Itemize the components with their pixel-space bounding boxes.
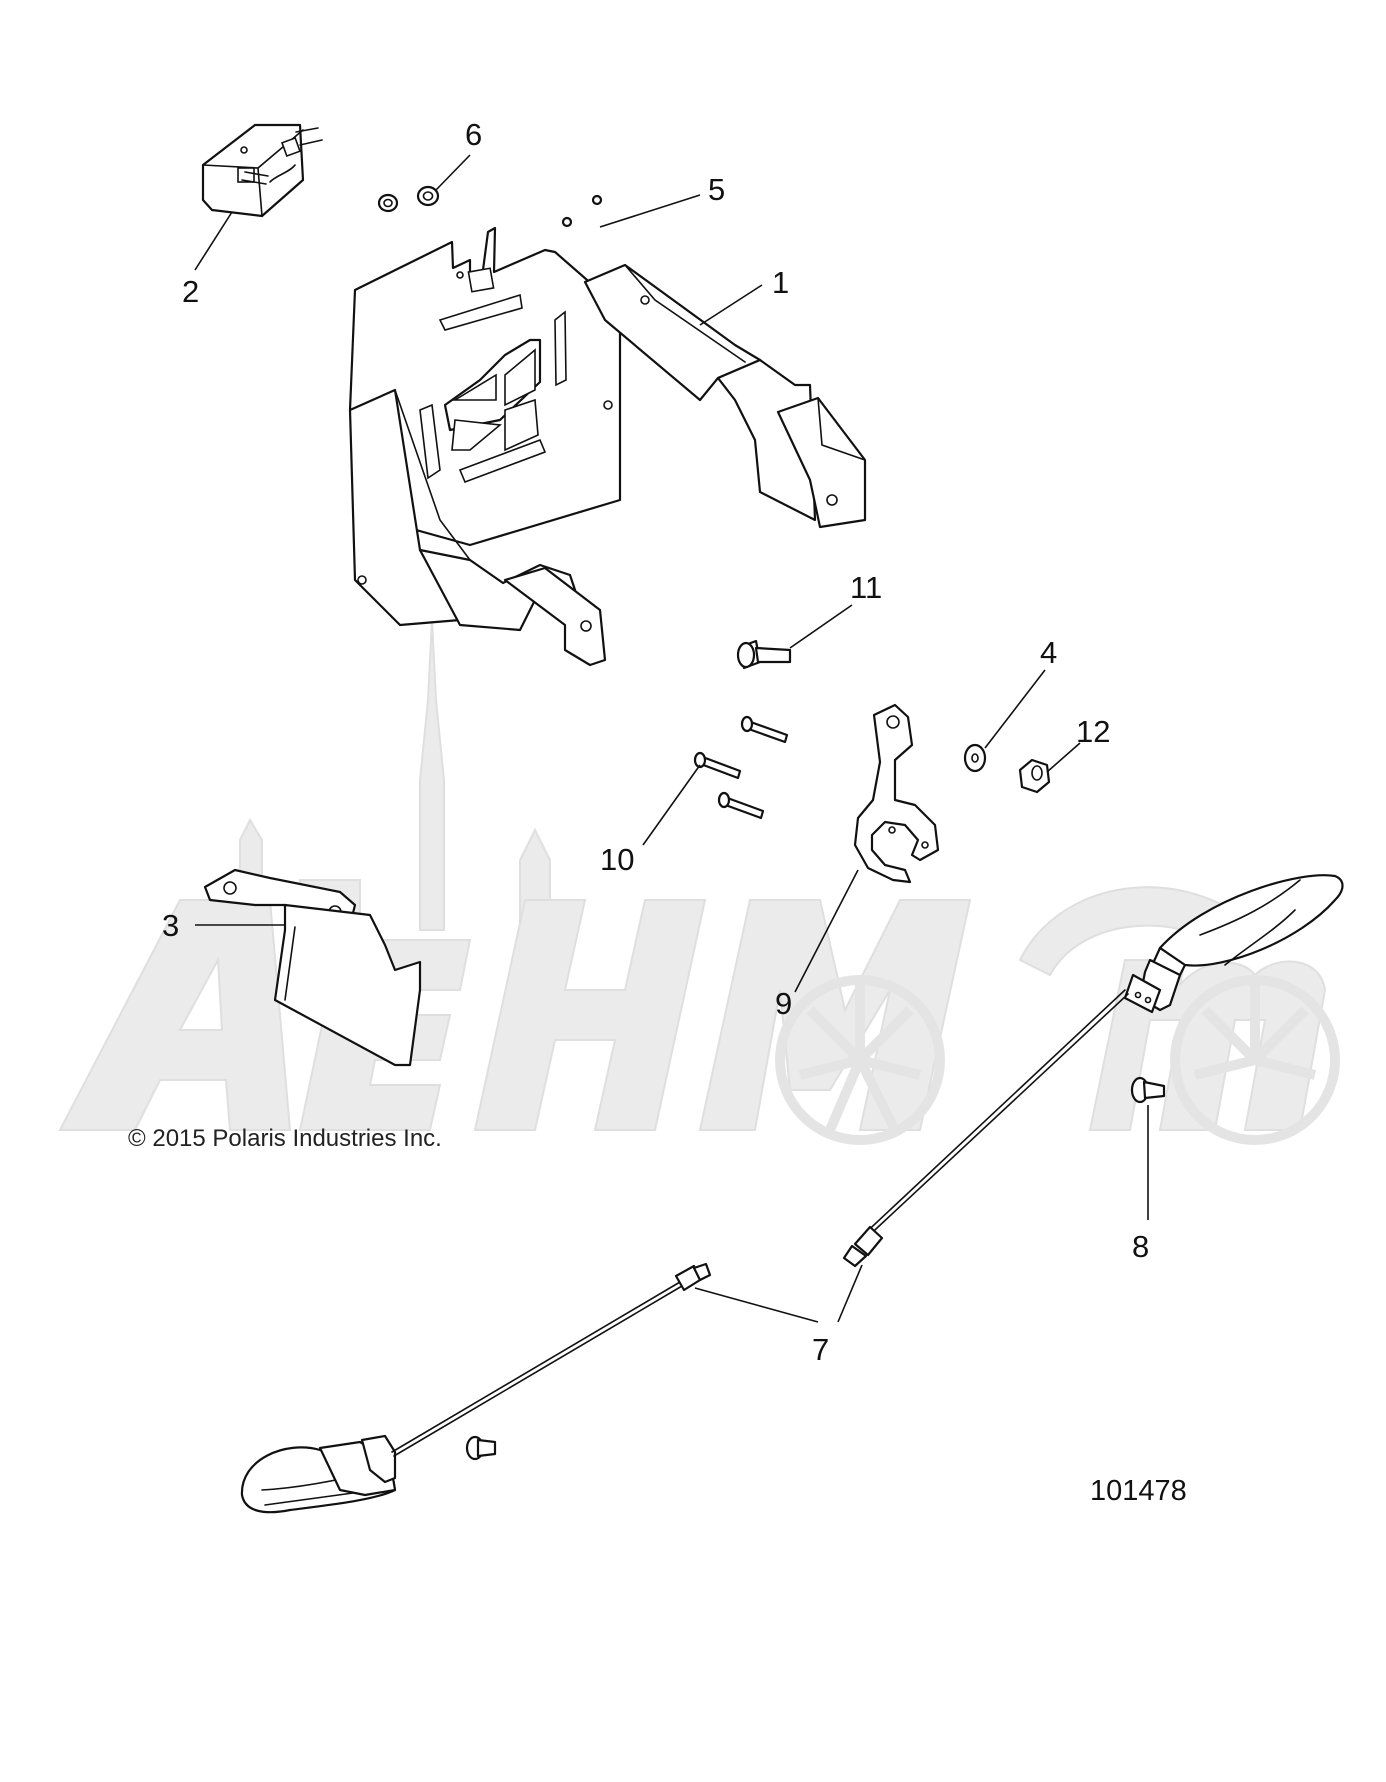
leader-lines	[194, 154, 1149, 1323]
leader-7a	[694, 1287, 819, 1323]
callout-2: 2	[182, 274, 199, 309]
part-7-turn-signal-left	[240, 1262, 712, 1514]
leader-10	[642, 764, 701, 846]
part-8-push-rivet	[1130, 1076, 1166, 1104]
leader-11	[789, 604, 853, 649]
part-5-small-nuts	[561, 194, 603, 228]
leader-4	[984, 669, 1046, 749]
copyright-notice: © 2015 Polaris Industries Inc.	[128, 1125, 442, 1152]
callout-11: 11	[850, 570, 882, 605]
callout-8: 8	[1132, 1229, 1149, 1264]
part-1-mounting-bracket	[348, 226, 867, 667]
part-7-turn-signal-right	[842, 874, 1344, 1268]
leader-9	[794, 869, 859, 993]
reference-number: 101478	[1090, 1475, 1187, 1507]
part-4-washer	[963, 743, 987, 773]
part-9-c-bracket	[853, 703, 940, 884]
leader-7b	[837, 1264, 863, 1323]
callout-7: 7	[812, 1332, 829, 1367]
part-10-screws	[693, 715, 789, 820]
callout-9: 9	[775, 986, 792, 1021]
callout-numbers: 1 2 3 4 5 6 7 8 9 10 11 12	[162, 117, 1149, 1367]
leader-2	[194, 211, 233, 271]
part-12-flange-nut	[1018, 758, 1051, 794]
callout-4: 4	[1040, 635, 1057, 670]
leader-5	[599, 194, 701, 228]
leader-6	[435, 154, 471, 191]
part-11-flange-bolt	[736, 639, 792, 670]
leader-1	[699, 284, 763, 326]
callout-12: 12	[1076, 714, 1110, 749]
part-6-nuts	[377, 185, 440, 213]
callout-1: 1	[772, 265, 789, 300]
callout-10: 10	[600, 842, 634, 877]
part-3-plate-bracket	[203, 868, 422, 1067]
leader-12	[1046, 742, 1081, 773]
callout-6: 6	[465, 117, 482, 152]
callout-5: 5	[708, 172, 725, 207]
part-2-connector-block	[201, 123, 323, 218]
callout-3: 3	[162, 908, 179, 943]
